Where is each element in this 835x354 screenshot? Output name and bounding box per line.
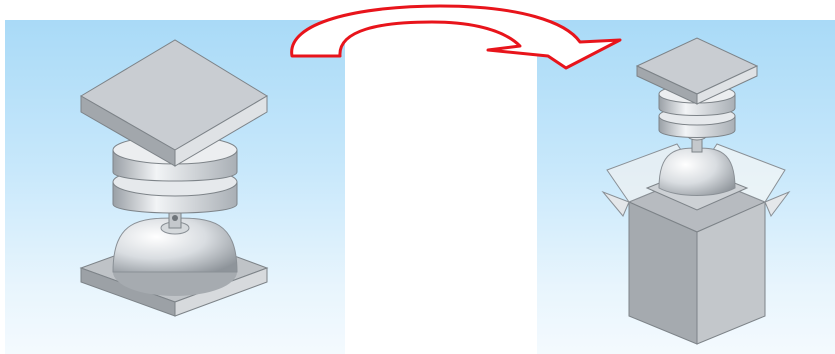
transition-arrow-icon bbox=[0, 0, 835, 80]
lower-dome bbox=[113, 218, 237, 296]
